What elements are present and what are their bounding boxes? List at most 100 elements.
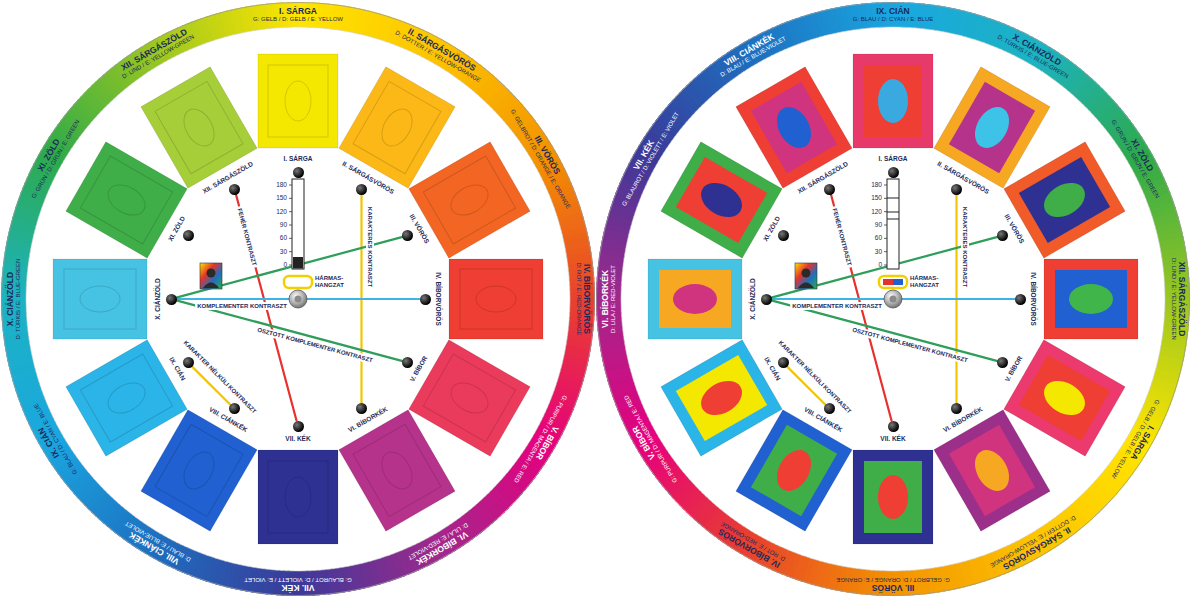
card-face: [853, 54, 933, 148]
ring-band-segment: IV. BÍBORVÖRÖSD: ROT / E: RED-ORANGE: [715, 520, 786, 570]
card-inner: [751, 82, 837, 173]
color-translations: D: ROT / E: RED-ORANGE: [575, 262, 582, 335]
contrast-dot: IV. BÍBORVÖRÖS: [1015, 294, 1026, 305]
card-oval: [770, 444, 818, 497]
triad-marker: [879, 276, 907, 288]
color-card: [66, 142, 187, 258]
card-oval: [968, 101, 1016, 154]
color-translations: D: TÜRKIS / E: BLUE-GREEN: [15, 259, 22, 340]
color-name: IX. CIÁN: [853, 7, 934, 16]
color-name: I. SÁRGA: [1116, 402, 1169, 485]
scale-mark: [887, 198, 899, 199]
contrast-label: KARAKTER NÉLKÜLI KONTRASZT: [181, 337, 260, 416]
scale-tick: [884, 211, 887, 212]
color-name: IV. BÍBORVÖRÖS: [581, 262, 590, 335]
dot-label: I. SÁRGA: [879, 156, 908, 163]
scale-tick: [289, 251, 292, 252]
ring-band-segment: XII. SÁRGÁSZÖLDD: LIND / E: YELLOW-GREEN: [1170, 258, 1186, 340]
color-name: VII. KÉK: [613, 106, 675, 204]
card-face: [1004, 142, 1125, 258]
color-translations: D: LIND / E: YELLOW-GREEN: [1170, 258, 1177, 340]
scale-number: 180: [871, 182, 882, 189]
ring-band-segment: V. BÍBORG: PURPUR / D: MAGENTA / E: RED: [615, 394, 679, 488]
dot-label: III. VÖRÖS: [1003, 213, 1025, 244]
card-emboss: [268, 65, 328, 137]
color-name: X. CIÁNZÖLD: [1000, 25, 1075, 74]
dot-label: XI. ZÖLD: [762, 215, 781, 242]
card-emboss: [155, 81, 243, 173]
scale-number: 60: [875, 235, 882, 242]
color-translations: D: DOTTER / E: YELLOW-ORANGE: [989, 514, 1077, 568]
color-name: I. SÁRGA: [253, 7, 343, 16]
card-emboss-oval: [285, 81, 311, 121]
color-name: X. CIÁNZÖLD: [6, 259, 15, 340]
dot-label: III. VÖRÖS: [408, 213, 430, 244]
card-emboss-oval: [178, 104, 221, 152]
scale-number: 120: [871, 208, 882, 215]
card-face: [1044, 259, 1138, 339]
ring-edge: [2, 3, 595, 596]
card-emboss-oval: [285, 477, 311, 517]
dot-label: XII. SÁRGÁSZÖLD: [797, 161, 850, 195]
scale-tick: [289, 225, 292, 226]
color-name: XI. ZÖLD: [22, 114, 75, 196]
color-name: XII. SÁRGÁSZÖLD: [116, 25, 192, 74]
dot-label: VI. BÍBORKÉK: [347, 406, 389, 434]
contrast-dot: VI. BÍBORKÉK: [356, 403, 367, 414]
color-card: [449, 259, 543, 339]
center-knob-core: [295, 296, 302, 303]
triad-marker: [284, 276, 312, 288]
scale-mark: [887, 212, 899, 213]
color-translations: G: BLAUROT / D: VIOLETT / E: VIOLET: [621, 111, 680, 207]
scale-number: 30: [280, 248, 287, 255]
scale-tick: [289, 211, 292, 212]
dot-label: IV. BÍBORVÖRÖS: [1030, 272, 1037, 325]
triad-fill: [883, 279, 893, 285]
hue-ring: [596, 2, 1190, 596]
card-emboss-oval: [376, 104, 419, 152]
ring-band-segment: I. SÁRGAG: GELB / D: GELB / E: YELLOW: [253, 7, 343, 23]
color-wheel: [1, 2, 595, 596]
color-name: VI. BÍBORKÉK: [601, 265, 610, 333]
dot-label: I. SÁRGA: [284, 156, 313, 163]
card-face: [53, 259, 147, 339]
hue-ring: [1, 2, 595, 596]
scale-tick: [884, 185, 887, 186]
card-inner: [676, 355, 767, 441]
contrast-dot: VII. KÉK: [293, 421, 304, 432]
card-emboss: [423, 156, 515, 244]
dot-label: XI. ZÖLD: [167, 215, 186, 242]
card-emboss-oval: [446, 377, 494, 420]
color-card: [53, 259, 147, 339]
dot-label: V. BÍBOR: [1004, 355, 1024, 383]
triad-label: HÁRMAS-HANGZAT: [315, 275, 359, 288]
color-card: [409, 142, 530, 258]
scale-number: 180: [276, 182, 287, 189]
ring-band-segment: VII. KÉKG: BLAUROT / D: VIOLETT / E: VIO…: [244, 576, 351, 592]
scale-bar: [292, 179, 304, 269]
card-emboss-oval: [178, 447, 221, 495]
card-emboss: [353, 81, 441, 173]
dot-label: IV. BÍBORVÖRÖS: [435, 272, 442, 325]
contrast-dot: X. CIÁNZÖLD: [166, 294, 177, 305]
color-translations: G: PURPUR / D: MAGENTA / E: RED: [623, 394, 679, 484]
contrast-dot: VIII. CIÁNKÉK: [229, 403, 240, 414]
contrast-dot: IX. CIÁN: [778, 357, 789, 368]
card-oval: [673, 284, 717, 314]
card-face: [661, 340, 782, 456]
dial-parts: [795, 179, 907, 308]
contrast-dot: IV. BÍBORVÖRÖS: [420, 294, 431, 305]
color-name: XII. SÁRGÁSZÖLD: [1176, 258, 1185, 340]
color-card: [1044, 259, 1138, 339]
color-card: [661, 142, 782, 258]
contrast-dot: II. SÁRGÁSVÖRÖS: [356, 184, 367, 195]
logo: [795, 263, 817, 289]
ring-band-segment: VII. KÉKG: BLAUROT / D: VIOLETT / E: VIO…: [613, 106, 681, 207]
color-card: [1004, 142, 1125, 258]
card-inner: [751, 425, 837, 516]
color-name: II. SÁRGÁSVÖRÖS: [992, 520, 1081, 577]
ring-band-segment: I. SÁRGAG: GELB / D: GELB / E: YELLOW: [1110, 398, 1169, 484]
contrast-label: FEHÉR KONTRASZT: [235, 206, 259, 269]
scale-tick: [289, 185, 292, 186]
